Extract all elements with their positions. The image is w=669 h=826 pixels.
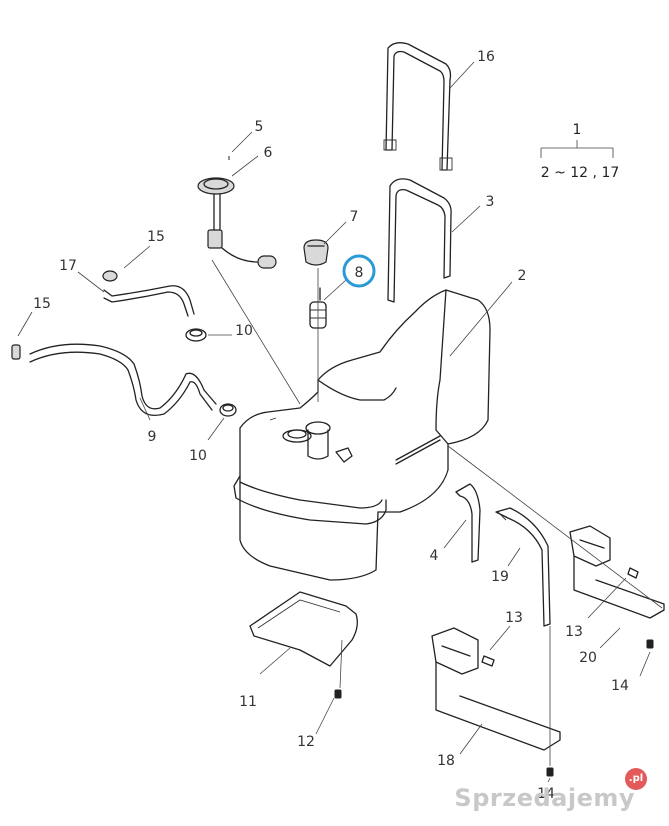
part-11-plate [249, 591, 358, 667]
callout-4: 4 [430, 548, 439, 564]
callout-19: 19 [491, 569, 509, 585]
assembly-children: 2 ~ 12 , 17 [541, 165, 620, 181]
callout-11: 11 [239, 694, 257, 710]
part-3-strap [387, 178, 452, 303]
callout-5: 5 [255, 119, 264, 135]
callout-20: 20 [579, 650, 597, 666]
fasteners [334, 567, 654, 777]
leader-lines [17, 61, 663, 783]
callout-18: 18 [437, 753, 455, 769]
highlight-ring [342, 254, 376, 288]
part-4-pad [455, 483, 481, 563]
part-7-cap [303, 239, 329, 266]
callout-17: 17 [59, 258, 77, 274]
callout-12: 12 [297, 734, 315, 750]
part-9-hose [11, 343, 217, 417]
callout-2: 2 [518, 268, 527, 284]
callout-numbers: 16 5 6 3 7 8 2 15 17 15 10 9 10 4 19 13 … [33, 49, 629, 802]
callout-10-upper: 10 [235, 323, 253, 339]
part-18-bracket [431, 627, 561, 751]
part-2-fuel-tank [233, 289, 491, 581]
part-17-hose [102, 270, 195, 317]
callout-14-right: 14 [611, 678, 629, 694]
callout-7: 7 [350, 209, 359, 225]
callout-8: 8 [355, 265, 364, 281]
callout-3: 3 [486, 194, 495, 210]
watermark-badge: .pl [625, 768, 647, 790]
callout-13-right: 13 [565, 624, 583, 640]
assembly-note: 1 2 ~ 12 , 17 [540, 122, 620, 181]
watermark-text: Sprzedajemy [454, 784, 635, 812]
callout-13-left: 13 [505, 610, 523, 626]
part-16-strap [383, 42, 453, 171]
callout-9: 9 [148, 429, 157, 445]
callout-15-upper: 15 [147, 229, 165, 245]
callout-15-left: 15 [33, 296, 51, 312]
part-10-clamps [185, 328, 237, 417]
callout-16: 16 [477, 49, 495, 65]
part-19-strap [495, 507, 551, 627]
callout-10-lower: 10 [189, 448, 207, 464]
part-6-sender [197, 156, 277, 269]
part-20-bracket [569, 525, 665, 619]
callout-14-bottom: 14 [537, 786, 555, 802]
callout-6: 6 [264, 145, 273, 161]
assembly-parent: 1 [573, 122, 582, 138]
